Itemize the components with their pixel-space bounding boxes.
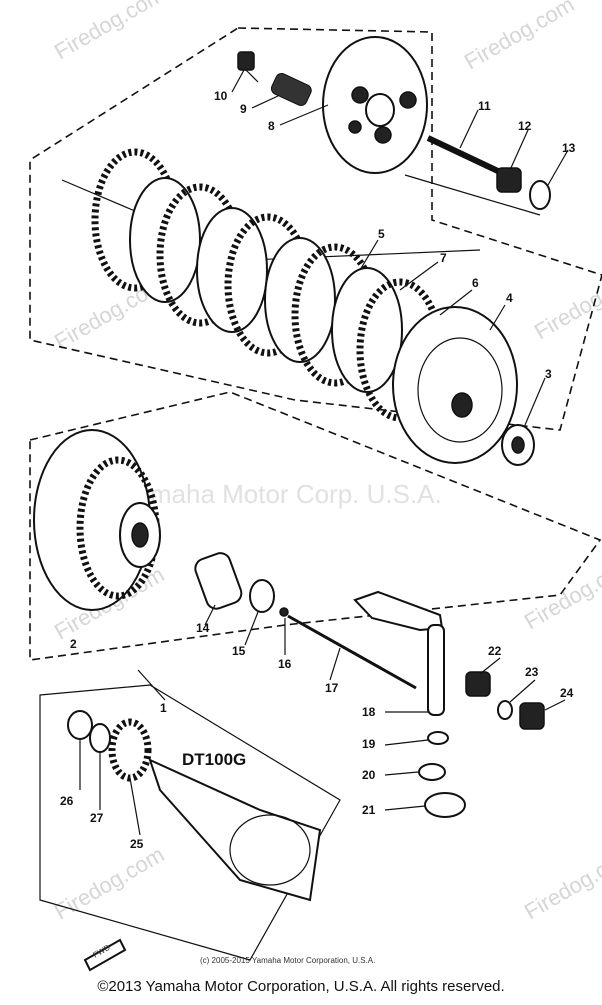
footer-copyright: ©2013 Yamaha Motor Corporation, U.S.A. A… [97, 978, 505, 995]
pushrod-guide [404, 174, 541, 216]
callout-19: 19 [362, 737, 376, 751]
spring-coil [270, 72, 312, 107]
push-lever-shaft [427, 624, 445, 716]
small-copyright: (c) 2005-2015 Yamaha Motor Corporation, … [200, 956, 375, 965]
housing-bore [131, 522, 149, 548]
push-lever-arm [353, 590, 444, 632]
thrust-washer-3-hole [511, 436, 525, 454]
clutch-boss-face [417, 337, 503, 443]
primary-drive-gear-assembly [67, 710, 322, 902]
clutch-boss-spline [451, 392, 473, 418]
washer-13 [529, 180, 551, 210]
thrust-washer-15 [249, 579, 275, 613]
crank-web [229, 814, 311, 886]
push-rod-17 [287, 614, 417, 690]
callout-24: 24 [560, 686, 574, 700]
spring-screw [237, 51, 259, 83]
callout-18: 18 [362, 705, 376, 719]
boss-3 [374, 126, 392, 144]
callout-10: 10 [214, 89, 228, 103]
callout-22: 22 [488, 644, 502, 658]
circlip-19 [427, 731, 449, 745]
clutch-plates-outline [29, 27, 602, 431]
push-rod-assembly [426, 135, 551, 210]
primary-driven-gear [33, 429, 161, 611]
callout-15: 15 [232, 644, 246, 658]
callout-7: 7 [440, 251, 447, 265]
push-lever-assembly [353, 590, 545, 818]
callout-16: 16 [278, 657, 292, 671]
clutch-boss [392, 306, 518, 464]
lock-nut-24 [519, 702, 545, 730]
callout-5: 5 [378, 227, 385, 241]
boss-2 [399, 91, 417, 109]
watermark-brand-2: Firedog.com [460, 0, 578, 74]
adjust-screw-22 [465, 671, 491, 697]
spacer-sleeve-14 [194, 552, 243, 610]
washer-27 [89, 723, 111, 753]
callout-11: 11 [478, 99, 491, 113]
primary-drive-gear-25 [108, 718, 152, 782]
steel-plate-4 [331, 267, 403, 393]
callout-23: 23 [525, 665, 539, 679]
pressure-plate [322, 36, 428, 174]
steel-plate-1 [129, 177, 201, 303]
callout-26: 26 [60, 794, 74, 808]
fwd-arrow-shape [83, 938, 127, 972]
callout-21: 21 [362, 803, 376, 817]
callout-14: 14 [196, 621, 210, 635]
clutch-spring [270, 72, 312, 107]
model-label: DT100G [182, 750, 246, 769]
callout-8: 8 [268, 119, 275, 133]
callouts: 1 2 3 4 5 6 7 8 9 10 11 12 13 14 15 16 1… [60, 89, 576, 851]
crankshaft-half [148, 758, 322, 902]
callout-27: 27 [90, 811, 104, 825]
callout-1: 1 [160, 701, 167, 715]
callout-13: 13 [562, 141, 576, 155]
callout-12: 12 [518, 119, 532, 133]
watermark-center: Yamaha Motor Corp. U.S.A. [120, 479, 442, 509]
boss-1 [351, 86, 369, 104]
plate-stack-guide [61, 179, 481, 261]
callout-4: 4 [506, 291, 513, 305]
clutch-plate-stack [91, 148, 444, 422]
clutch-boss-body [392, 306, 518, 464]
callout-9: 9 [240, 102, 247, 116]
callout-2: 2 [70, 637, 77, 651]
screw-shank [245, 69, 259, 83]
lock-nut [496, 167, 522, 193]
washer-20 [418, 763, 446, 781]
watermark-brand-1: Firedog.com [50, 0, 168, 64]
watermark-brand-8: Firedog.com [520, 842, 602, 925]
leader-lines [79, 69, 569, 836]
callout-3: 3 [545, 367, 552, 381]
o-ring-23 [497, 700, 513, 720]
steel-ball-16 [279, 607, 289, 617]
boss-4 [348, 120, 362, 134]
callout-17: 17 [325, 681, 339, 695]
watermark-brand-7: Firedog.com [50, 842, 168, 925]
callout-20: 20 [362, 768, 376, 782]
pressure-plate-hub [365, 93, 395, 127]
screw-head [237, 51, 255, 71]
callout-25: 25 [130, 837, 144, 851]
steel-plate-3 [264, 237, 336, 363]
fwd-arrow: FWD [83, 938, 127, 972]
watermark-brand-4: Firedog.com [530, 262, 602, 345]
push-rod [426, 135, 502, 175]
oil-seal-21 [424, 792, 466, 818]
nut-26 [67, 710, 93, 740]
callout-6: 6 [472, 276, 479, 290]
